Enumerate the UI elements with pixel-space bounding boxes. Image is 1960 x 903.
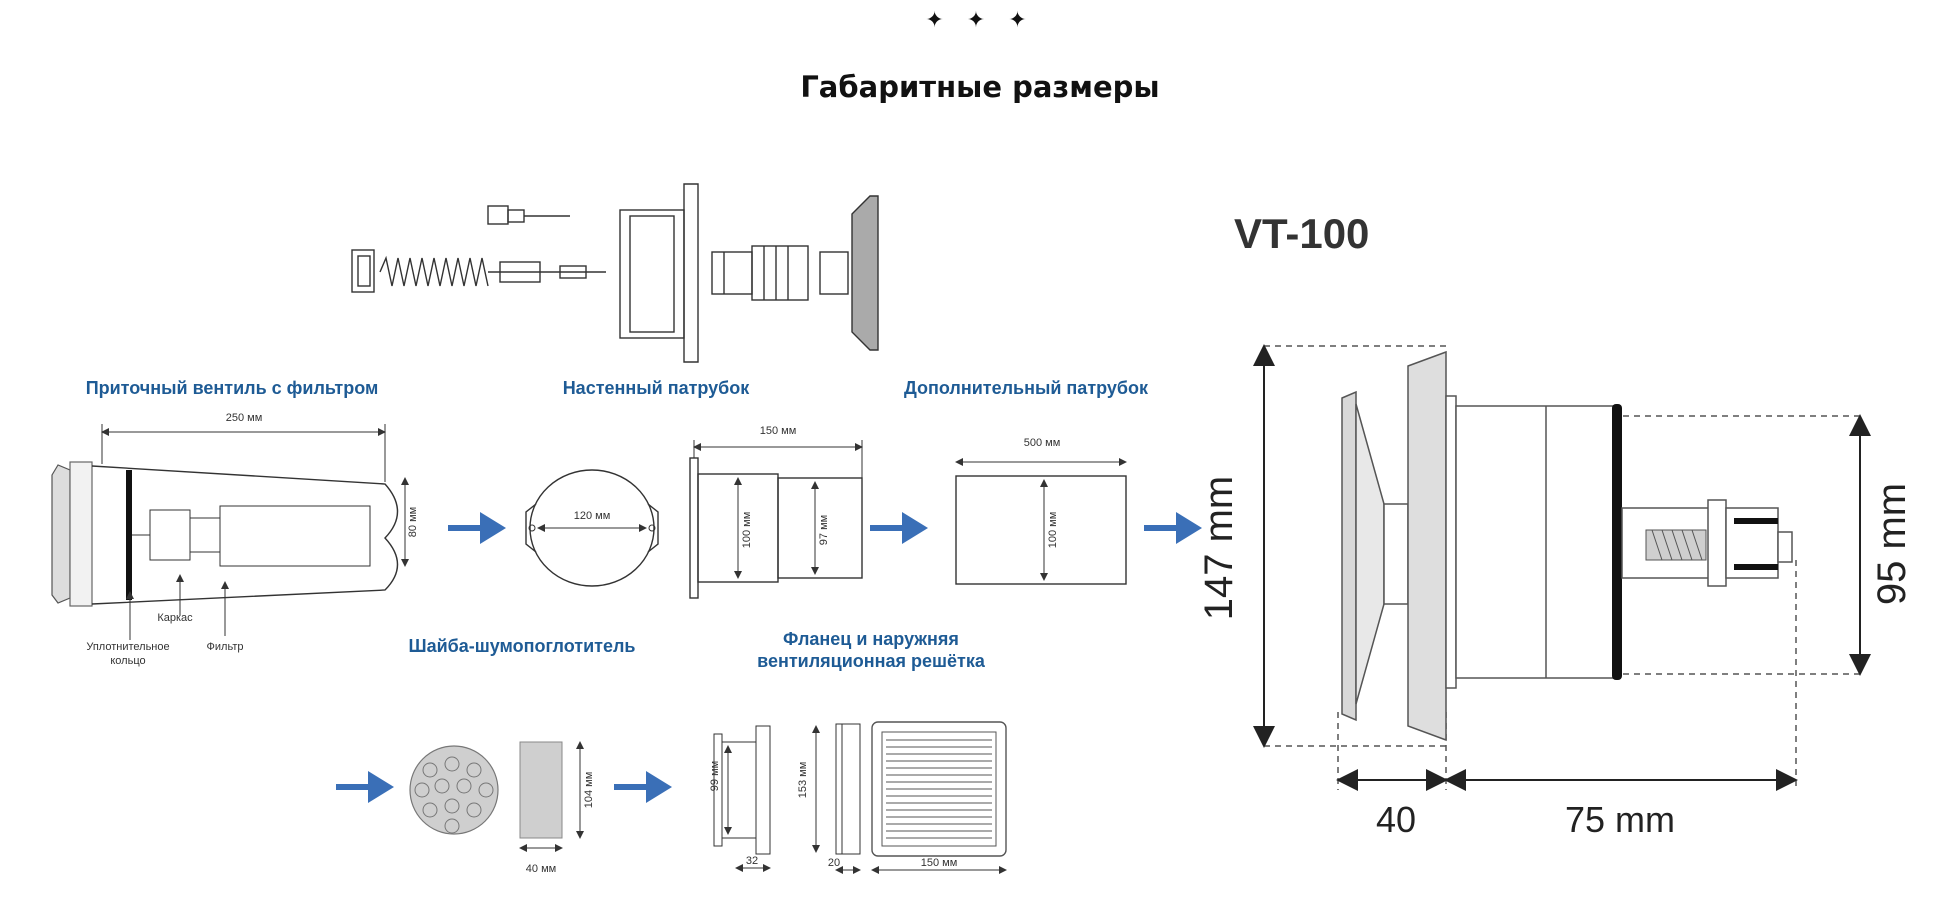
vt100-drawing <box>1264 345 1860 790</box>
extra-pipe-drawing <box>955 475 1127 585</box>
valve-length-dim: 250 мм <box>226 412 263 424</box>
vt100-depth1-dim: 40 <box>1376 799 1416 840</box>
page-title: Габаритные размеры <box>800 70 1160 104</box>
frame-label: Каркас <box>157 612 193 624</box>
supply-valve-label: Приточный вентиль с фильтром <box>86 378 379 398</box>
grille-front-drawing <box>871 721 1007 857</box>
grille-side-drawing <box>835 723 861 855</box>
extra-pipe-length-dim: 500 мм <box>1024 437 1061 449</box>
wall-pipe-diam-dim: 120 мм <box>574 510 611 522</box>
washer-drawing <box>409 741 563 839</box>
flow-arrow-icon <box>614 771 672 803</box>
flange-label-2: вентиляционная решётка <box>757 651 986 671</box>
wall-pipe-length-dim: 150 мм <box>760 425 797 437</box>
wall-pipe-h1-dim: 100 мм <box>741 512 753 549</box>
seal-ring-label-1: Уплотнительное <box>86 641 169 653</box>
model-title: VT-100 <box>1234 210 1369 257</box>
seal-ring-label-2: кольцо <box>110 655 145 667</box>
extra-pipe-height-dim: 100 мм <box>1047 512 1059 549</box>
valve-height-dim: 80 мм <box>407 507 419 537</box>
vt100-depth2-dim: 75 mm <box>1565 799 1675 840</box>
wall-pipe-label: Настенный патрубок <box>563 378 751 398</box>
supply-valve-drawing <box>51 461 399 607</box>
extra-pipe-label: Дополнительный патрубок <box>904 378 1149 398</box>
filter-label: Фильтр <box>207 641 244 653</box>
grille-width-dim: 150 мм <box>921 857 958 869</box>
flange-drawing <box>713 725 771 855</box>
wall-pipe-side-view <box>689 457 863 599</box>
vt100-height-dim: 147 mm <box>1197 476 1241 621</box>
flow-arrow-icon <box>870 512 928 544</box>
ornament: ✦ ✦ ✦ <box>925 8 1035 33</box>
wall-pipe-end-view <box>525 469 659 587</box>
exploded-view <box>351 183 879 363</box>
washer-height-dim: 104 мм <box>583 772 595 809</box>
flow-arrow-icon <box>1144 512 1202 544</box>
washer-width-dim: 40 мм <box>526 863 556 875</box>
grille-height-dim: 153 мм <box>797 762 809 799</box>
washer-label: Шайба-шумопоглотитель <box>408 636 635 656</box>
grille-depth-dim: 20 <box>828 857 840 869</box>
flange-depth-dim: 32 <box>746 855 758 867</box>
flange-diam-dim: 99 мм <box>709 761 721 791</box>
vt100-inner-dim: 95 mm <box>1870 483 1914 605</box>
flow-arrow-icon <box>336 771 394 803</box>
wall-pipe-h2-dim: 97 мм <box>818 515 830 545</box>
flow-arrow-icon <box>448 512 506 544</box>
flange-label-1: Фланец и наружняя <box>783 629 959 649</box>
